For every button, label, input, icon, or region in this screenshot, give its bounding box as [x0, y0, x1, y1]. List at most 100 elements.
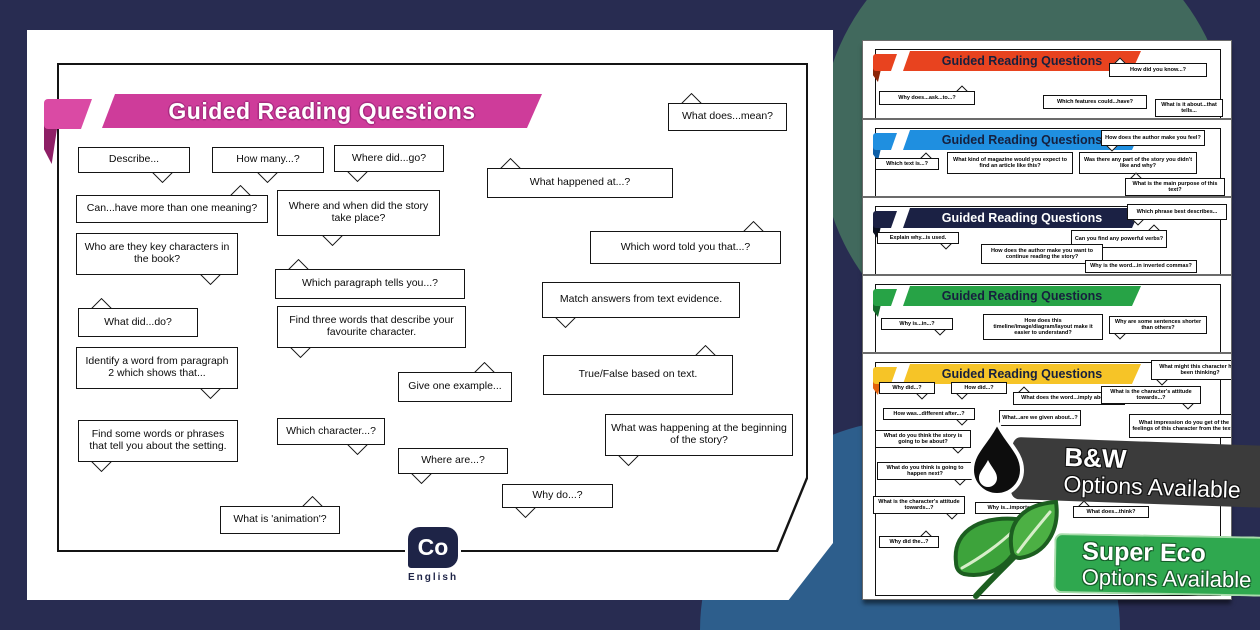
speech-bubble-text: What happened at...?	[487, 168, 673, 198]
speech-bubble: Which paragraph tells you...?	[275, 258, 465, 299]
speech-bubble-text: What was happening at the beginning of t…	[605, 414, 793, 456]
speech-bubble: Where are...?	[398, 448, 508, 485]
speech-bubble-text: How many...?	[212, 147, 324, 173]
speech-bubble: What is 'animation'?	[220, 495, 340, 534]
mini-bubble: Which features could...have?	[1043, 95, 1147, 109]
speech-bubble-text: Which character...?	[277, 418, 385, 445]
mini-bubble: What is the character's attitude towards…	[1101, 386, 1201, 410]
mini-bubble-text: Why are some sentences shorter than othe…	[1109, 316, 1207, 334]
banner-fold	[873, 378, 882, 395]
mini-bubble: How does this timeline/image/diagram/lay…	[983, 314, 1103, 340]
speech-bubble-text: Which paragraph tells you...?	[275, 269, 465, 299]
mini-bubble: Why is...in...?	[881, 318, 953, 336]
page-frame	[875, 49, 1221, 118]
mini-bubble-text: How does this timeline/image/diagram/lay…	[983, 314, 1103, 340]
speech-bubble: Who are they key characters in the book?	[76, 233, 238, 286]
speech-bubble-text: Which word told you that...?	[590, 231, 781, 264]
mini-bubble: What kind of magazine would you expect t…	[947, 152, 1073, 174]
speech-bubble: Can...have more than one meaning?	[76, 184, 268, 223]
speech-bubble-text: Where and when did the story take place?	[277, 190, 440, 236]
speech-bubble: How many...?	[212, 147, 324, 184]
preview-page-3: Guided Reading Questions Which phrase be…	[862, 197, 1232, 275]
logo-mark: Co	[417, 534, 449, 560]
mini-bubble-text: How does the author make you want to con…	[981, 244, 1103, 264]
mini-bubble-text: Which phrase best describes...	[1127, 204, 1227, 220]
speech-bubble: Which character...?	[277, 418, 385, 456]
speech-bubble-text: Where are...?	[398, 448, 508, 474]
mini-bubble: What does the word...imply about...?	[1013, 386, 1125, 405]
mini-bubble: What does...think?	[1073, 500, 1149, 518]
mini-bubble: What impression do you get of the feelin…	[1129, 414, 1231, 438]
mini-bubble-text: Why did the...?	[879, 536, 939, 548]
banner-tab	[873, 367, 897, 384]
mini-bubble: Which text is...?	[875, 152, 939, 170]
speech-bubble-text: True/False based on text.	[543, 355, 733, 395]
page-frame	[875, 284, 1221, 352]
mini-bubble: Why did...?	[879, 382, 935, 400]
speech-bubble: Find three words that describe your favo…	[277, 306, 466, 359]
mini-bubble: Why are some sentences shorter than othe…	[1109, 316, 1207, 340]
super-eco-options-badge: Super Eco Options Available	[1053, 533, 1260, 598]
mini-bubble-text: What...are we given about...?	[999, 410, 1081, 426]
mini-bubble: Why did the...?	[879, 530, 939, 548]
mini-bubble-text: What do you think is going to happen nex…	[877, 462, 973, 480]
mini-bubble: What...are we given about...?	[999, 410, 1081, 426]
mini-bubble: Explain why...is used.	[877, 232, 959, 250]
mini-bubble-text: How did...?	[951, 382, 1007, 394]
speech-bubble-text: Describe...	[78, 147, 190, 173]
mini-bubble: Was there any part of the story you didn…	[1079, 152, 1197, 174]
mini-bubble-text: What is the character's attitude towards…	[1101, 386, 1201, 404]
mini-bubble-text: What is the main purpose of this text?	[1125, 178, 1225, 196]
page-title: Guided Reading Questions	[903, 130, 1141, 150]
speech-bubble: Find some words or phrases that tell you…	[78, 420, 238, 473]
mini-bubble: What might this character have been thin…	[1151, 360, 1231, 386]
speech-bubble-text: What is 'animation'?	[220, 506, 340, 534]
bw-badge-subtitle: Options Available	[1063, 470, 1242, 503]
mini-bubble-text: Which text is...?	[875, 158, 939, 170]
mini-bubble-text: Which features could...have?	[1043, 95, 1147, 109]
preview-page-1: Guided Reading Questions How did you kno…	[862, 40, 1232, 119]
speech-bubble-text: Where did...go?	[334, 145, 444, 172]
mini-bubble-text: How did you know...?	[1109, 63, 1207, 77]
mini-bubble: How does the author make you feel?	[1101, 130, 1205, 152]
mini-bubble-text: How was...different after...?	[883, 408, 975, 420]
speech-bubble: True/False based on text.	[543, 344, 733, 395]
speech-bubble-text: Find three words that describe your favo…	[277, 306, 466, 348]
page-title: Guided Reading Questions	[903, 51, 1141, 71]
page-frame	[875, 206, 1221, 274]
page-title: Guided Reading Questions	[903, 364, 1141, 384]
banner-tab	[873, 54, 897, 71]
speech-bubble-text: Give one example...	[398, 372, 512, 402]
mini-bubble-text: What does the word...imply about...?	[1013, 392, 1125, 405]
banner-fold	[873, 65, 882, 82]
banner-fold	[873, 222, 882, 239]
mini-bubble: What do you think is going to happen nex…	[877, 462, 973, 486]
speech-bubble: What was happening at the beginning of t…	[605, 414, 793, 467]
speech-bubble-text: Can...have more than one meaning?	[76, 195, 268, 223]
page-title: Guided Reading Questions	[903, 286, 1141, 306]
page-title: Guided Reading Questions	[903, 208, 1141, 228]
speech-bubble-text: Why do...?	[502, 484, 613, 508]
mini-bubble-text: Why did...?	[879, 382, 935, 394]
mini-bubble: Why is the word...in inverted commas?	[1085, 260, 1197, 273]
mini-bubble: Can you find any powerful verbs?	[1071, 224, 1167, 248]
mini-bubble: How did you know...?	[1109, 57, 1207, 77]
mini-bubble: Why does...ask...to...?	[879, 85, 975, 105]
speech-bubble: What happened at...?	[487, 157, 673, 198]
mini-bubble-text: Explain why...is used.	[877, 232, 959, 244]
main-page-title: Guided Reading Questions	[102, 94, 542, 128]
mini-bubble-text: What is the character's attitude towards…	[873, 496, 965, 514]
speech-bubble: Give one example...	[398, 361, 512, 402]
mini-bubble-text: What does...think?	[1073, 506, 1149, 518]
banner-tab	[873, 211, 897, 228]
mini-bubble: How does the author make you want to con…	[981, 244, 1103, 264]
eco-badge-subtitle: Options Available	[1081, 564, 1252, 593]
mini-bubble-text: What impression do you get of the feelin…	[1129, 414, 1231, 438]
mini-bubble: What is the main purpose of this text?	[1125, 172, 1225, 196]
speech-bubble: What does...mean?	[668, 92, 787, 131]
banner-fold	[873, 144, 882, 161]
speech-bubble-text: Match answers from text evidence.	[542, 282, 740, 318]
mini-bubble-text: What is it about...that tells...	[1155, 99, 1223, 117]
banner-tab	[873, 289, 897, 306]
